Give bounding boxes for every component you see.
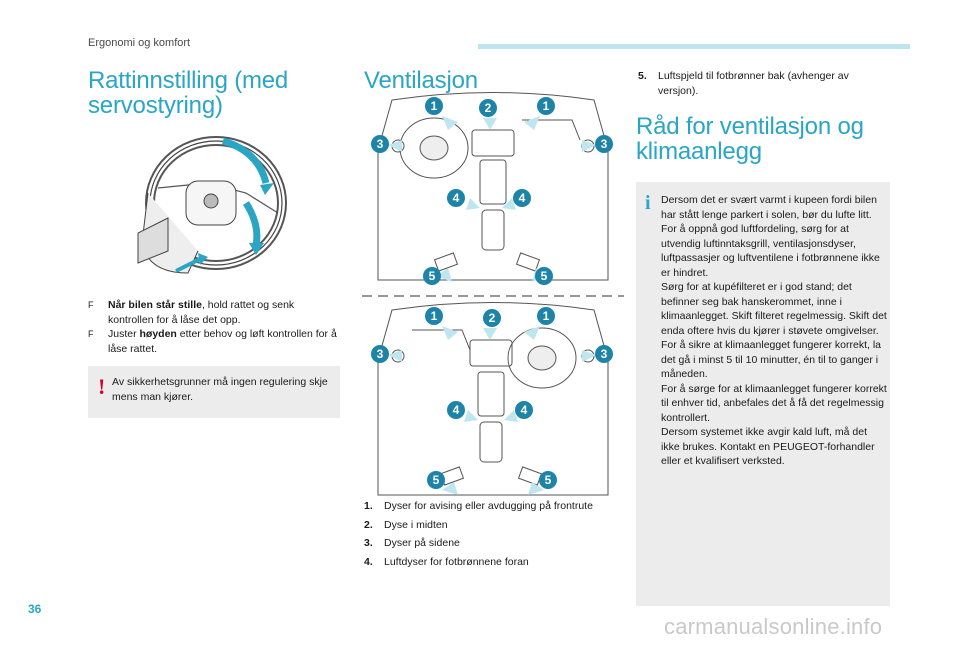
advice-title: Råd for ventilasjon og klimaanlegg — [636, 113, 864, 165]
page-number: 36 — [28, 602, 42, 616]
steering-title: Rattinnstilling (med servostyring) — [88, 67, 289, 119]
diagram-badges-top: 1 2 1 3 3 4 4 5 5 — [371, 97, 613, 285]
svg-text:4: 4 — [519, 191, 526, 205]
svg-text:2: 2 — [485, 101, 492, 115]
steering-instructions: F Når bilen står stille, hold rattet og … — [88, 298, 342, 356]
section-header: Ergonomi og komfort — [88, 37, 191, 49]
svg-text:5: 5 — [541, 269, 548, 283]
warning-text: Av sikkerhetsgrunner må ingen regulering… — [112, 376, 328, 403]
svg-text:5: 5 — [429, 269, 436, 283]
info-box: i Dersom det er svært varmt i kupeen for… — [636, 182, 890, 606]
list-item: F Juster høyden etter behov og løft kont… — [88, 328, 337, 355]
steering-wheel-illustration — [137, 136, 287, 274]
ventilation-legend: 1.Dyser for avising eller avdugging på f… — [364, 499, 594, 573]
exclamation-icon: ! — [98, 374, 106, 399]
svg-text:5: 5 — [433, 473, 440, 487]
info-text: Dersom det er svært varmt i kupeen fordi… — [661, 194, 887, 467]
ventilation-diagram: 1 2 1 3 3 4 4 5 5 1 2 1 3 3 4 4 5 5 — [362, 92, 624, 496]
warning-box: ! Av sikkerhetsgrunner må ingen reguleri… — [88, 366, 340, 418]
list-item: 2.Dyse i midten — [364, 518, 448, 531]
bullet-icon: F — [88, 300, 94, 310]
svg-text:1: 1 — [431, 309, 438, 323]
svg-text:4: 4 — [521, 403, 528, 417]
list-item: F Når bilen står stille, hold rattet og … — [88, 299, 295, 326]
list-item: 1.Dyser for avising eller avdugging på f… — [364, 500, 593, 512]
list-item: 3.Dyser på sidene — [364, 537, 460, 549]
svg-text:3: 3 — [601, 347, 608, 361]
svg-text:3: 3 — [601, 137, 608, 151]
svg-text:2: 2 — [489, 311, 496, 325]
watermark: carmanualsonline.info — [664, 614, 883, 639]
info-icon: i — [645, 192, 651, 214]
list-item: 5.Luftspjeld til fotbrønner bak (avhenge… — [638, 70, 849, 97]
list-item: 4.Luftdyser for fotbrønnene foran — [364, 555, 529, 568]
bullet-icon: F — [88, 329, 94, 339]
ventilation-title: Ventilasjon — [364, 67, 478, 94]
svg-text:1: 1 — [431, 99, 438, 113]
svg-text:1: 1 — [543, 309, 550, 323]
header-accent-bar — [478, 44, 910, 49]
svg-text:3: 3 — [377, 347, 384, 361]
svg-text:1: 1 — [543, 99, 550, 113]
svg-text:3: 3 — [377, 137, 384, 151]
svg-text:4: 4 — [453, 403, 460, 417]
svg-text:5: 5 — [545, 473, 552, 487]
svg-text:4: 4 — [453, 191, 460, 205]
ventilation-legend-cont: 5.Luftspjeld til fotbrønner bak (avhenge… — [638, 69, 888, 102]
diagram-badges-bottom: 1 2 1 3 3 4 4 5 5 — [371, 307, 613, 489]
